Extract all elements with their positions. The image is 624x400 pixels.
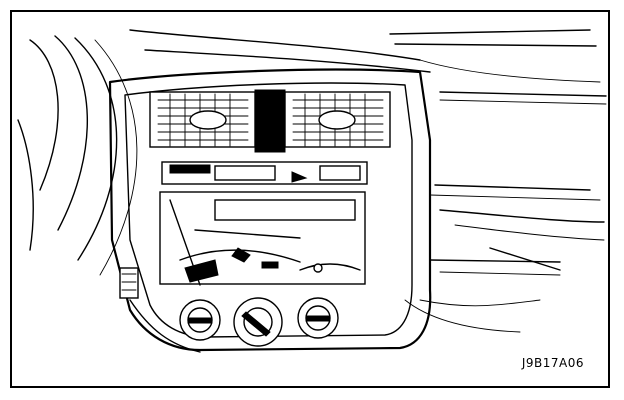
connector — [119, 267, 139, 299]
steering-wheel-outline — [17, 35, 138, 276]
climate-knobs — [179, 297, 339, 347]
radio-cavity — [159, 191, 366, 286]
dashboard-right-contours — [419, 184, 605, 307]
console-bezel — [108, 68, 432, 352]
figure-reference-code: J9B17A06 — [521, 356, 584, 370]
switch-strip — [161, 161, 368, 185]
figure-frame — [10, 10, 610, 388]
dashboard-top-lines — [129, 29, 607, 105]
air-vents — [149, 89, 391, 153]
lower-contours — [129, 299, 521, 353]
